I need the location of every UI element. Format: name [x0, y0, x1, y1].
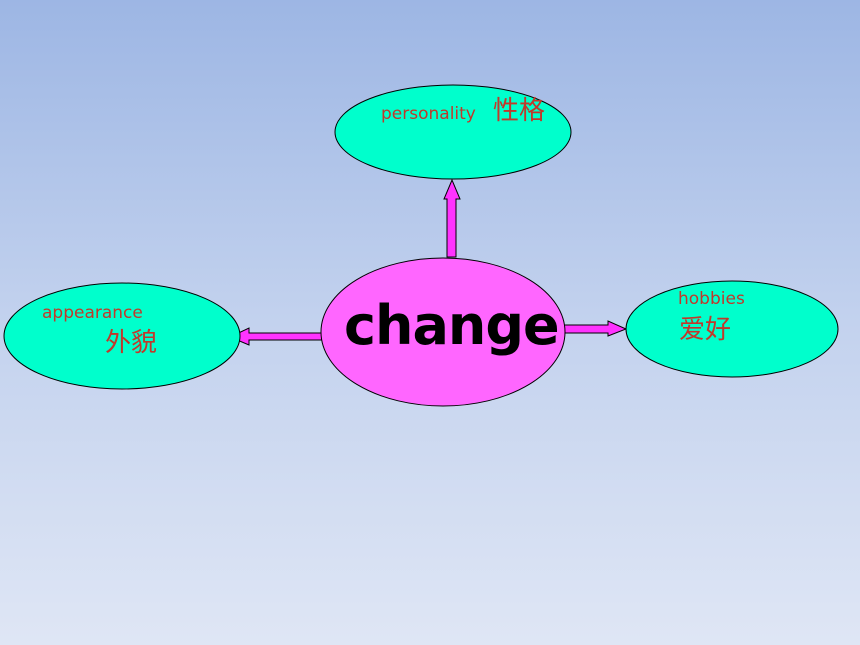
- personality-label: personality: [381, 104, 476, 124]
- node-appearance: [3, 282, 241, 390]
- hobbies-chinese-label: 爱好: [679, 315, 732, 345]
- arrow-to-hobbies: [562, 320, 628, 337]
- arrow-to-personality: [443, 178, 461, 258]
- appearance-chinese-label: 外貌: [105, 328, 158, 358]
- appearance-label: appearance: [42, 303, 143, 323]
- center-label: change: [344, 294, 560, 357]
- node-personality: [334, 84, 572, 180]
- arrow-to-appearance: [228, 327, 323, 346]
- node-hobbies: [625, 280, 839, 378]
- personality-chinese-label: 性格: [493, 96, 546, 126]
- center-node: [320, 257, 566, 407]
- hobbies-label: hobbies: [678, 289, 745, 309]
